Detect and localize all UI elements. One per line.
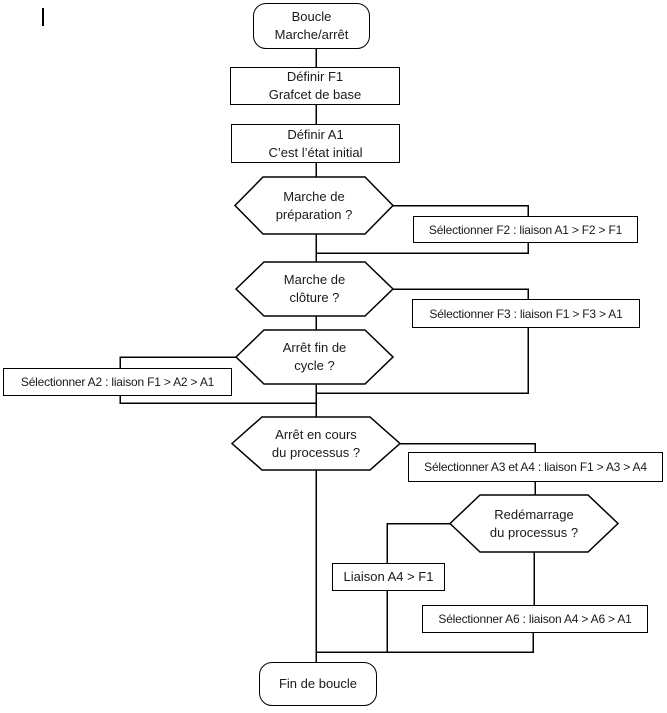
node-definir-f1: Définir F1 Grafcet de base: [230, 67, 400, 105]
connector-a6-return: [316, 633, 534, 653]
node-liaison-a4-f1: Liaison A4 > F1: [332, 563, 445, 591]
node-decision-arret-en-cours: Arrêt en cours du processus ?: [230, 416, 402, 471]
decision-label: Arrêt en cours du processus ?: [271, 426, 361, 460]
node-decision-arret-fin-cycle: Arrêt fin de cycle ?: [234, 329, 395, 385]
node-decision-marche-preparation: Marche de préparation ?: [233, 176, 395, 235]
node-definir-a1: Définir A1 C’est l’état initial: [231, 124, 400, 163]
connector-f2-return: [316, 243, 529, 254]
node-decision-marche-cloture: Marche de clôture ?: [234, 261, 395, 317]
connector-preparation-to-f2: [393, 204, 529, 217]
text-cursor: [42, 8, 44, 26]
node-selectionner-f2: Sélectionner F2 : liaison A1 > F2 > F1: [413, 216, 638, 243]
node-selectionner-a2: Sélectionner A2 : liaison F1 > A2 > A1: [3, 368, 232, 396]
connector-encours-to-a3a4: [400, 442, 536, 452]
node-selectionner-f3: Sélectionner F3 : liaison F1 > F3 > A1: [412, 299, 640, 328]
connector-a2-return: [119, 396, 316, 404]
hexagon-shape: [230, 416, 402, 471]
connector-cloture-to-f3: [393, 288, 529, 300]
node-decision-redemarrage: Redémarrage du processus ?: [448, 494, 620, 553]
hexagon-shape: [234, 261, 395, 317]
node-start-terminator: Boucle Marche/arrêt: [253, 3, 370, 49]
node-end-terminator: Fin de boucle: [259, 662, 377, 706]
node-selectionner-a3-a4: Sélectionner A3 et A4 : liaison F1 > A3 …: [408, 452, 663, 482]
connector-fincycle-to-a2: [119, 356, 236, 368]
hexagon-shape: [234, 329, 395, 385]
decision-label: Redémarrage du processus ?: [489, 506, 579, 540]
decision-label: Arrêt fin de cycle ?: [282, 340, 347, 373]
connector-redemarrage-to-liaison: [386, 522, 450, 563]
connector-f3-return: [316, 328, 529, 394]
node-selectionner-a6: Sélectionner A6 : liaison A4 > A6 > A1: [422, 605, 648, 633]
hexagon-shape: [233, 176, 395, 235]
decision-label: Marche de préparation ?: [275, 188, 353, 222]
hexagon-shape: [448, 494, 620, 553]
decision-label: Marche de clôture ?: [283, 272, 346, 305]
